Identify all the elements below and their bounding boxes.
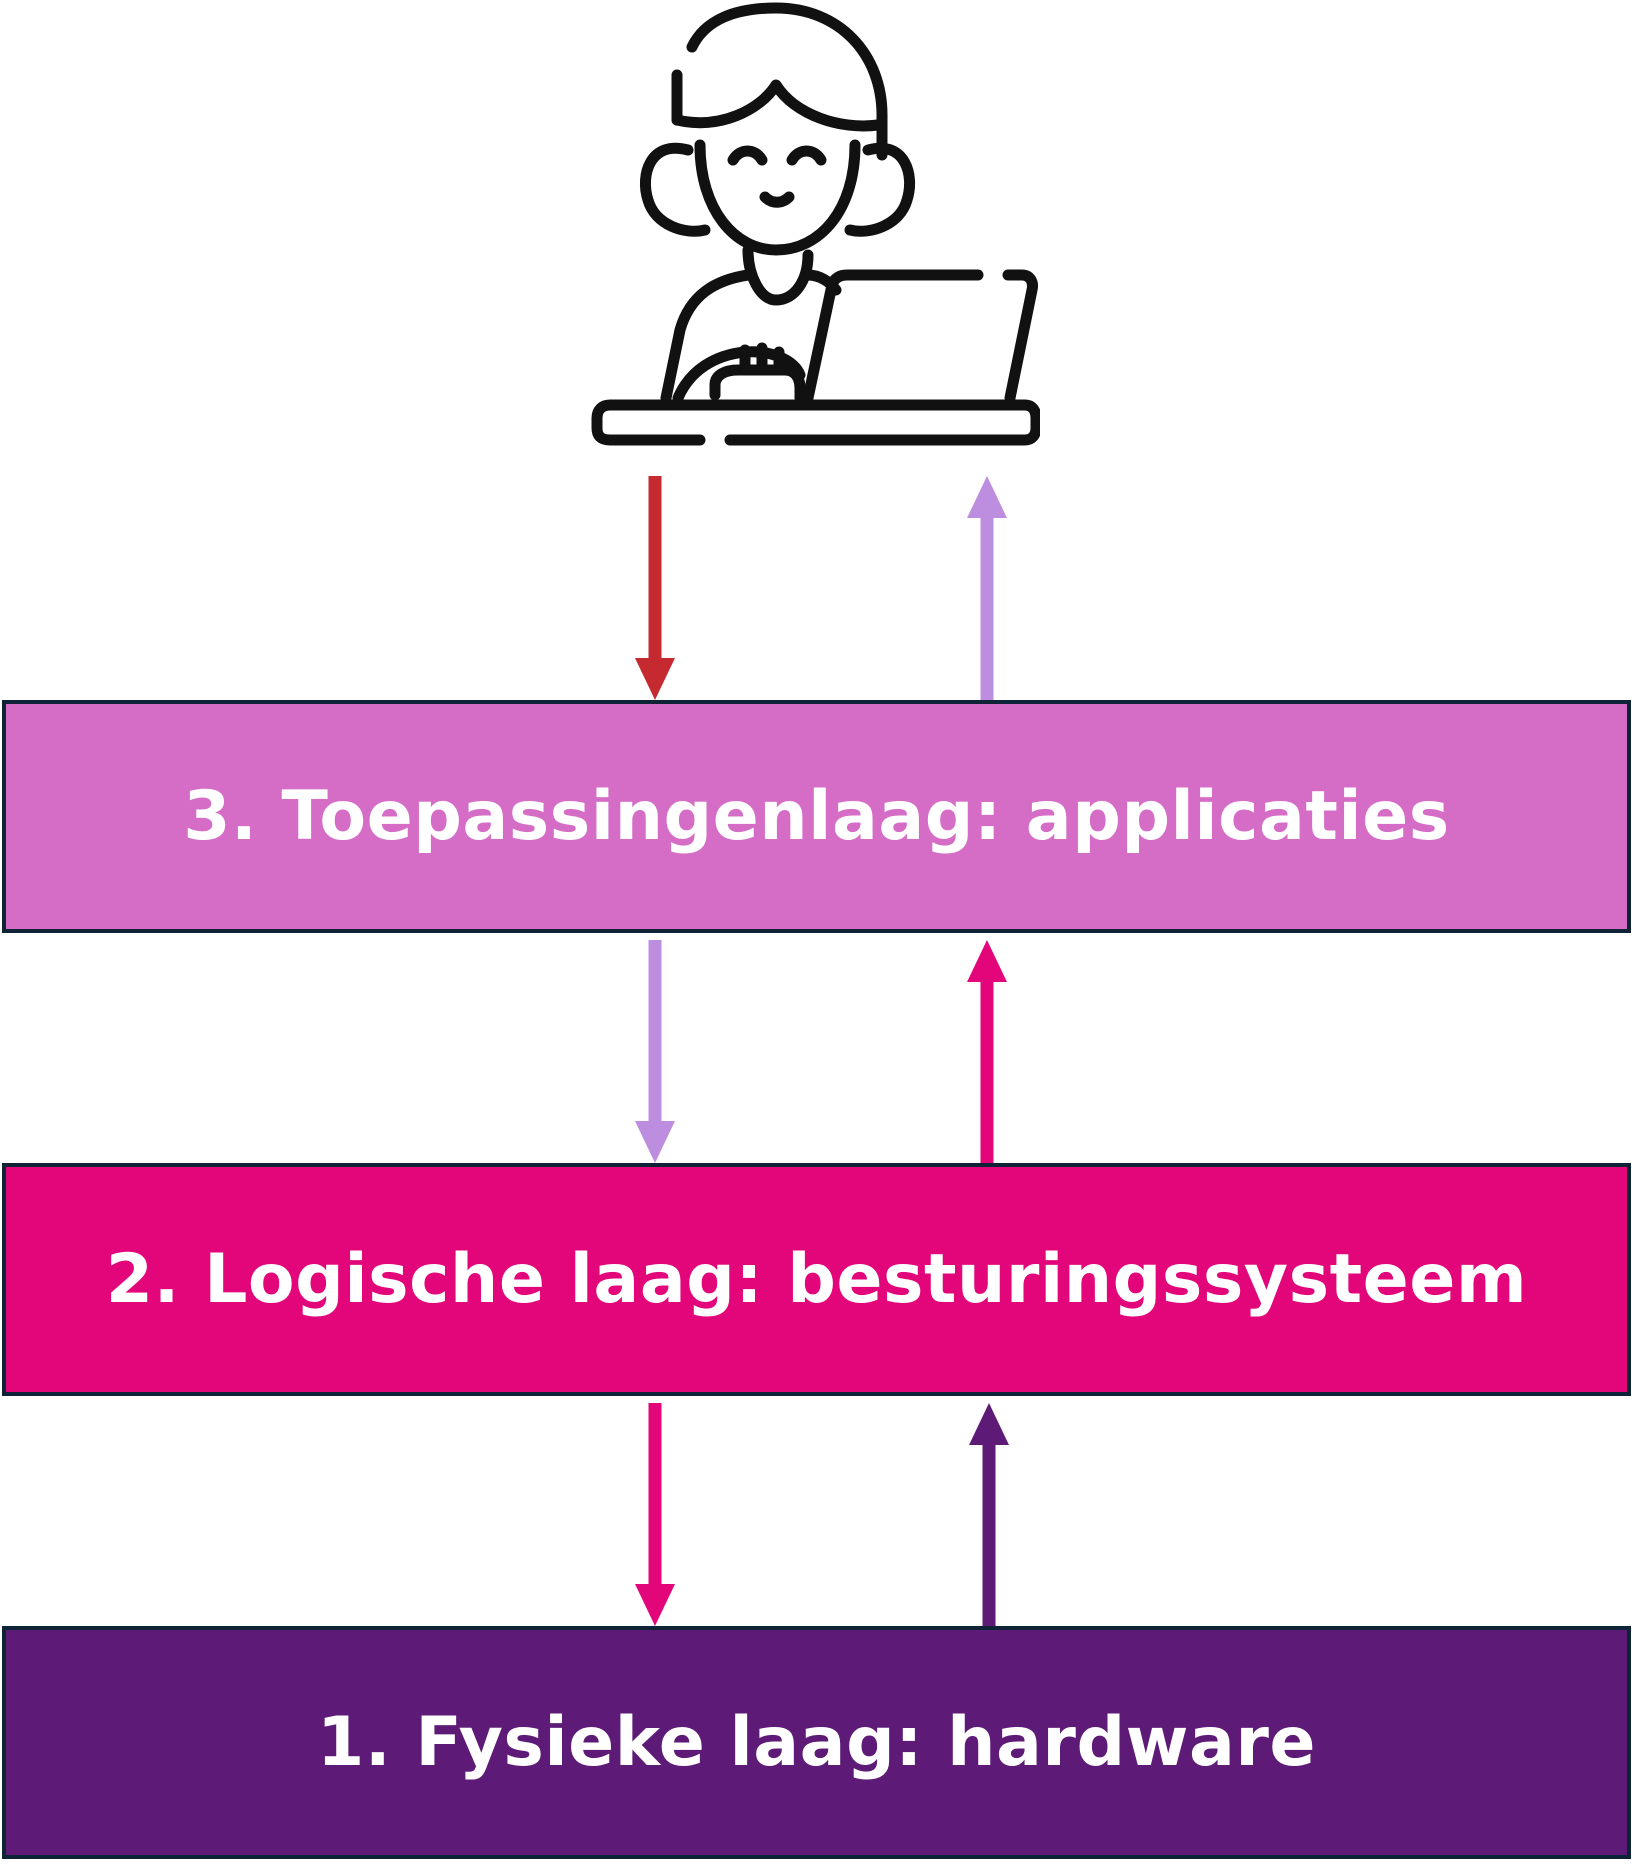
layer-1-label: 1. Fysieke laag: hardware [317,1703,1316,1782]
arrow-layer3-to-user [967,476,1007,700]
layer-3-box: 3. Toepassingenlaag: applicaties [2,700,1631,933]
arrow-layer3-to-layer2 [635,940,675,1163]
arrow-layer1-to-layer2 [969,1403,1009,1626]
layer-3-label: 3. Toepassingenlaag: applicaties [183,777,1450,856]
arrow-user-to-layer3 [635,476,675,700]
layer-1-box: 1. Fysieke laag: hardware [2,1626,1631,1859]
layer-2-label: 2. Logische laag: besturingssysteem [105,1240,1528,1319]
user-at-laptop-icon [591,2,1040,446]
arrow-layer2-to-layer1 [635,1403,675,1626]
arrow-layer2-to-layer3 [967,940,1007,1163]
layer-2-box: 2. Logische laag: besturingssysteem [2,1163,1631,1396]
